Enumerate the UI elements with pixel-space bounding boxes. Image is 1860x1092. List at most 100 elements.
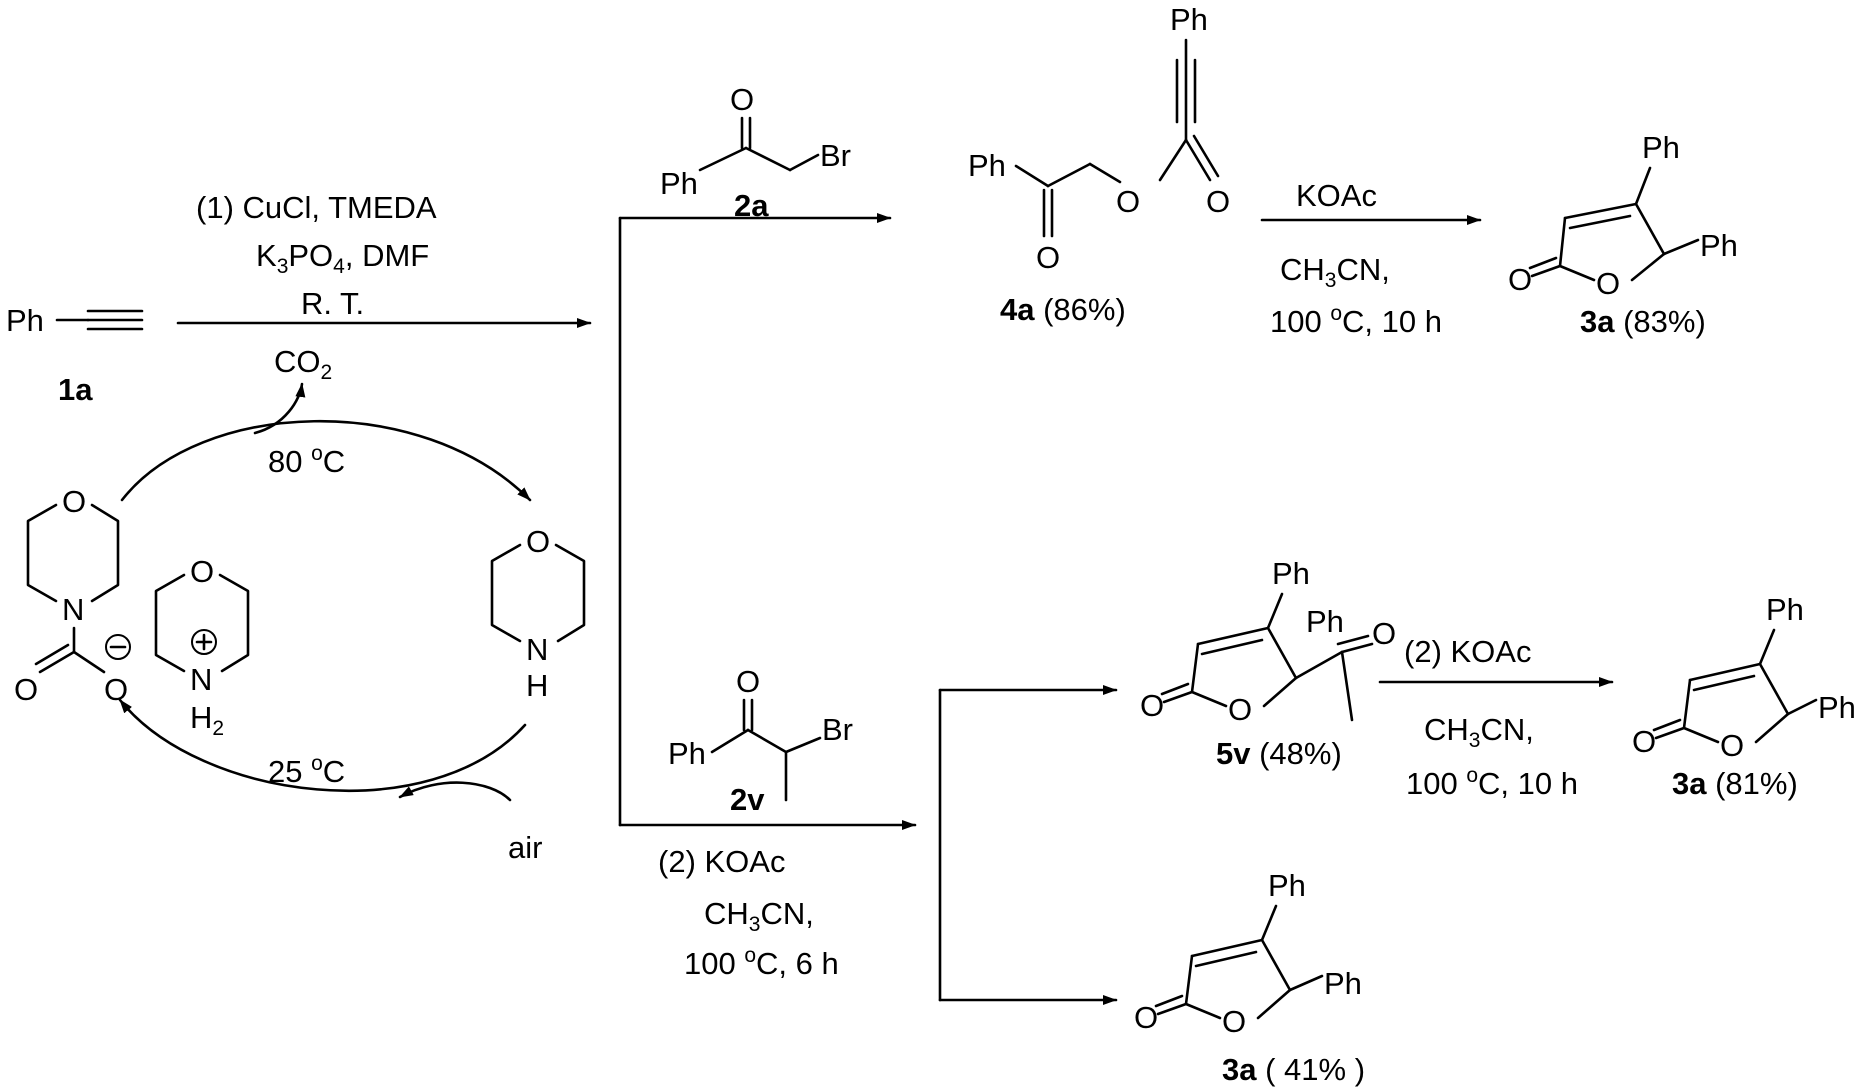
carbonyl-o: O — [1134, 1000, 1158, 1035]
carbonyl-o: O — [1206, 184, 1230, 219]
carbonyl-o: O — [1632, 724, 1656, 759]
acetyl-bond — [1294, 650, 1344, 680]
ph-right: Ph — [1324, 966, 1362, 1001]
o-ch2 — [1088, 162, 1122, 184]
lactone-co-2 — [1652, 718, 1682, 732]
cond-line-2: K3PO4, DMF — [256, 238, 429, 278]
carbonyl-o: O — [1508, 262, 1532, 297]
ph2-bond — [1786, 698, 1818, 716]
co-ester-2 — [1192, 134, 1220, 178]
o-c-ring — [1630, 252, 1666, 282]
ring-o: O — [1228, 692, 1252, 727]
n-atom: N — [526, 632, 548, 667]
cond-solvent: CH3CN, — [704, 896, 814, 936]
cc-double-1 — [1196, 626, 1270, 646]
morpholinium: O N H2 — [154, 554, 250, 740]
cond-solvent: CH3CN, — [1280, 252, 1390, 292]
cond-line-1: (1) CuCl, TMEDA — [196, 190, 437, 225]
c-co — [1682, 678, 1692, 730]
c-ch2-bond — [744, 146, 792, 172]
butenolide-3a-bottom: Ph Ph O O 3a ( 41% ) — [1134, 868, 1365, 1087]
o-atom: O — [62, 484, 86, 519]
lactone-co-1 — [1654, 726, 1686, 740]
ring-right — [218, 573, 250, 673]
compound-label-2a: 2a — [734, 188, 769, 223]
ph-top: Ph — [1268, 868, 1306, 903]
acetyl-methyl — [1340, 650, 1354, 722]
morpholine: O N H — [490, 524, 586, 703]
ester-o: O — [1116, 184, 1140, 219]
ring-right — [90, 503, 120, 603]
c-co — [1558, 216, 1567, 268]
h-atom: H — [526, 668, 548, 703]
ph-left: Ph — [968, 148, 1006, 183]
compound-label-4a: 4a (86%) — [1000, 292, 1126, 327]
conditions-step-1: (1) CuCl, TMEDA K3PO4, DMF R. T. — [196, 190, 437, 321]
br-text: Br — [820, 138, 851, 173]
cond-line-3: R. T. — [301, 286, 364, 321]
ph-quat: Ph — [1306, 604, 1344, 639]
co-ester-1 — [1184, 138, 1212, 182]
c-ch-bond — [746, 728, 788, 754]
ring-o: O — [1720, 728, 1744, 763]
ketone-o: O — [1036, 240, 1060, 275]
lactone-co-2 — [1160, 682, 1190, 696]
anion-o: O — [104, 672, 128, 707]
n-atom: N — [62, 592, 84, 627]
ph-bond — [1260, 904, 1278, 942]
c-co — [1190, 642, 1200, 694]
ph-bond — [1758, 628, 1776, 666]
conditions-step-2: (2) KOAc CH3CN, 100 oC, 10 h — [1404, 634, 1578, 801]
o-atom: O — [526, 524, 550, 559]
reagent-2a: O Ph Br 2a — [660, 82, 851, 223]
ch-br-bond — [784, 736, 822, 754]
temp-bottom: 25 oC — [268, 752, 345, 789]
c-co — [1184, 954, 1194, 1006]
ph-text: Ph — [660, 166, 698, 201]
c-o-ring — [1682, 726, 1720, 744]
air-text: air — [508, 830, 542, 865]
cond-solvent: CH3CN, — [1424, 712, 1534, 752]
lactone-co-1 — [1156, 1002, 1188, 1016]
conditions-bottom: (2) KOAc CH3CN, 100 oC, 6 h — [658, 844, 839, 981]
compound-label-5v: 5v (48%) — [1216, 736, 1342, 771]
c-o-ester — [1158, 138, 1188, 182]
c-c-ph — [1634, 202, 1666, 256]
o-c-ring — [1754, 712, 1790, 744]
ph2-bond — [1288, 974, 1324, 992]
ph-top: Ph — [1642, 130, 1680, 165]
n-atom: N — [190, 662, 212, 697]
morpholine-carbamate: O N O O — [14, 484, 131, 707]
compound-label-3a: 3a (81%) — [1672, 766, 1798, 801]
cond-reagent: (2) KOAc — [1404, 634, 1531, 669]
o-atom: O — [736, 664, 760, 699]
compound-label-3a: 3a (83%) — [1580, 304, 1706, 339]
o-c-ring — [1262, 676, 1298, 708]
minus-charge — [105, 634, 131, 660]
butenolide-3a-top: Ph Ph O O 3a (83%) — [1508, 130, 1738, 339]
ring-o: O — [1596, 266, 1620, 301]
ph-bond — [1266, 592, 1284, 630]
ph-right: Ph — [1700, 228, 1738, 263]
co2-text: CO2 — [274, 344, 332, 384]
reagent-2v: O Ph Br 2v — [668, 664, 853, 817]
c-ph — [1014, 164, 1050, 188]
cycle-arrow-top — [120, 419, 532, 502]
lactone-co-2 — [1528, 256, 1558, 270]
co2-capture-cycle: CO2 80 oC 25 oC air O N O O O N — [14, 344, 586, 865]
acetyl-co-1 — [1340, 642, 1374, 654]
cond-reagent: KOAc — [1296, 178, 1377, 213]
butenolide-5v: Ph Ph O O O 5v (48%) — [1140, 556, 1396, 771]
conditions-top: KOAc CH3CN, 100 oC, 10 h — [1270, 178, 1442, 339]
ring-o: O — [1222, 1004, 1246, 1039]
ring-left — [26, 503, 58, 603]
ph2-bond — [1662, 238, 1700, 256]
lactone-co-1 — [1162, 690, 1194, 704]
ph-top: Ph — [1170, 2, 1208, 37]
cycle-arrow-bottom — [118, 698, 527, 793]
c-o-double-1 — [38, 650, 76, 674]
o-c-ring — [1256, 988, 1292, 1020]
ph-text: Ph — [6, 303, 44, 338]
plus-charge — [191, 629, 217, 655]
